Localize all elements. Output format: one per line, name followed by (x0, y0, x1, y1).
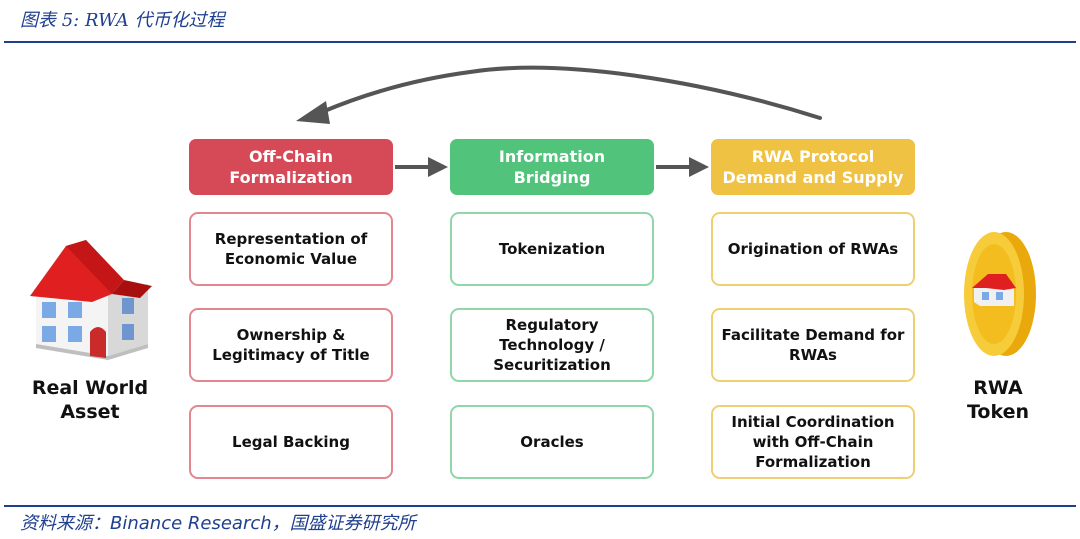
house-icon (30, 240, 152, 360)
column-header-rwa-protocol: RWA Protocol Demand and Supply (711, 139, 915, 195)
step-legal-backing: Legal Backing (189, 405, 393, 479)
figure-title: 图表 5: RWA 代币化过程 (20, 10, 225, 31)
step-representation-of-economic-value: Representation of Economic Value (189, 212, 393, 286)
step-ownership-legitimacy: Ownership & Legitimacy of Title (189, 308, 393, 382)
arrow-col2-to-col3-head (689, 157, 709, 177)
real-world-asset-label: Real World Asset (31, 377, 149, 423)
column-header-information-bridging: Information Bridging (450, 139, 654, 195)
feedback-arc-arrow (320, 65, 822, 120)
step-oracles: Oracles (450, 405, 654, 479)
step-tokenization: Tokenization (450, 212, 654, 286)
step-origination-of-rwas: Origination of RWAs (711, 212, 915, 286)
coin-icon (964, 232, 1036, 356)
arrow-col1-to-col2-head (428, 157, 448, 177)
step-initial-coordination: Initial Coordination with Off-Chain Form… (711, 405, 915, 479)
column-header-off-chain-formalization: Off-Chain Formalization (189, 139, 393, 195)
source-rule (4, 505, 1076, 507)
feedback-arc-arrowhead (296, 101, 330, 124)
step-facilitate-demand: Facilitate Demand for RWAs (711, 308, 915, 382)
title-rule (4, 41, 1076, 43)
rwa-token-label: RWA Token (966, 377, 1030, 423)
source-note: 资料来源：Binance Research，国盛证券研究所 (20, 513, 416, 534)
step-regulatory-technology: Regulatory Technology / Securitization (450, 308, 654, 382)
